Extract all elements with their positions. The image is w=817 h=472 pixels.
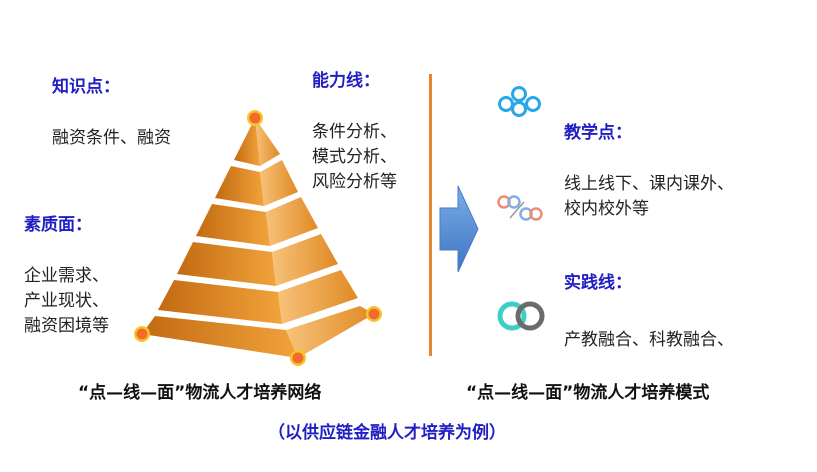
pyramid-left-node	[134, 326, 150, 342]
pyramid-graphic	[134, 110, 382, 366]
quality-line-2: 产业现状、	[24, 291, 109, 311]
quality-line-3: 融资困境等	[24, 316, 109, 336]
ability-text: 条件分析、 模式分析、 风险分析等	[312, 120, 397, 195]
ability-line-1: 条件分析、	[312, 122, 397, 142]
quality-line-1: 企业需求、	[24, 266, 109, 286]
practice-text: 产教融合、科教融合、	[564, 328, 734, 353]
example-note: （以供应链金融人才培养为例）	[268, 423, 506, 443]
quality-text: 企业需求、 产业现状、 融资困境等	[24, 264, 109, 339]
knowledge-text: 融资条件、融资	[52, 126, 171, 151]
pyramid-right-node	[366, 306, 382, 322]
two-rings-icon	[497, 195, 543, 221]
practice-line-1: 产教融合、科教融合、	[564, 330, 734, 350]
pyramid-tiers	[142, 118, 374, 358]
ability-line-3: 风险分析等	[312, 172, 397, 192]
vertical-divider	[429, 74, 432, 356]
knowledge-heading: 知识点：	[52, 77, 120, 97]
knowledge-line-1: 融资条件、融资	[52, 128, 171, 148]
pyramid-top-node	[247, 110, 263, 126]
practice-heading: 实践线：	[564, 273, 632, 293]
teaching-line-1: 线上线下、课内课外、	[564, 174, 734, 194]
linked-rings-icon	[497, 301, 545, 331]
ability-line-2: 模式分析、	[312, 147, 397, 167]
teaching-text: 线上线下、课内课外、 校内校外等	[564, 172, 734, 222]
quality-heading: 素质面：	[24, 215, 92, 235]
teaching-line-2: 校内校外等	[564, 199, 649, 219]
three-circles-icon	[498, 86, 541, 117]
right-caption: “点—线—面”物流人才培养模式	[466, 383, 710, 403]
left-caption: “点—线—面”物流人才培养网络	[78, 383, 322, 403]
right-arrow-icon	[439, 185, 479, 273]
pyramid-front-node	[290, 350, 306, 366]
ability-heading: 能力线：	[312, 71, 380, 91]
teaching-heading: 教学点：	[564, 123, 632, 143]
